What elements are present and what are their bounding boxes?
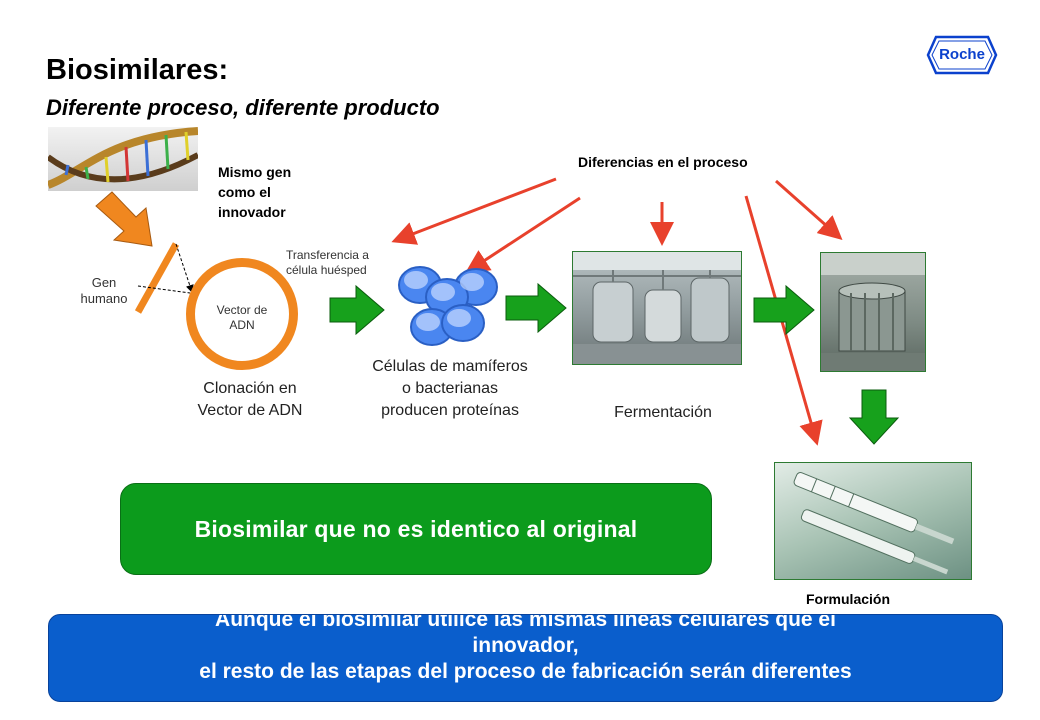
fermentation-photo <box>572 251 742 365</box>
dashed-line-2 <box>137 285 191 294</box>
dna-image <box>48 127 198 191</box>
diferencias-label: Diferencias en el proceso <box>578 154 748 170</box>
green-arrow-down <box>848 389 900 445</box>
red-arrow-1 <box>391 177 557 245</box>
mismo-gen-line2: como el <box>218 184 271 200</box>
conclusion-line3: el resto de las etapas del proceso de fa… <box>199 660 852 683</box>
celulas-line3: producen proteínas <box>381 402 519 419</box>
conclusion-callout: Aunque el biosimilar utilice las mismas … <box>48 614 1003 702</box>
transferencia-line1: Transferencia a <box>286 248 369 262</box>
clonacion-label: Clonación en Vector de ADN <box>170 378 330 422</box>
vector-adn-line1: Vector de <box>216 303 268 317</box>
purification-photo <box>820 252 926 372</box>
fermentacion-label: Fermentación <box>614 404 712 421</box>
dashed-line-1 <box>175 243 194 293</box>
slide-title: Biosimilares: <box>46 54 229 86</box>
celulas-line2: o bacterianas <box>401 380 499 397</box>
vector-adn-label: Vector de ADN <box>202 303 282 333</box>
slide-subtitle: Diferente proceso, diferente producto <box>46 95 440 120</box>
clonacion-line1: Clonación en <box>203 380 297 397</box>
clonacion-line2: Vector de ADN <box>197 402 303 419</box>
roche-logo: Roche <box>926 34 998 76</box>
conclusion-line2: innovador, <box>472 634 579 657</box>
conclusion-line1: Aunque el biosimilar utilice las mismas … <box>215 614 836 631</box>
vector-adn-line2: ADN <box>229 318 255 332</box>
mismo-gen-label: Mismo gen como el innovador <box>218 162 291 222</box>
mismo-gen-line3: innovador <box>218 204 286 220</box>
celulas-line1: Células de mamíferos <box>372 358 528 375</box>
gen-humano-line2: humano <box>80 291 128 306</box>
roche-logo-text: Roche <box>939 46 985 63</box>
transferencia-line2: célula huésped <box>286 263 367 277</box>
green-arrow-3 <box>753 284 815 336</box>
gen-humano-line1: Gen <box>91 275 117 290</box>
gen-humano-label: Gen humano <box>72 275 136 307</box>
green-arrow-2 <box>505 282 567 334</box>
dna-vector-ring <box>186 258 298 370</box>
cells-cluster <box>398 266 498 346</box>
gene-segment <box>134 242 180 314</box>
orange-arrow <box>95 191 153 247</box>
green-arrow-1 <box>329 284 385 336</box>
mismo-gen-line1: Mismo gen <box>218 164 292 180</box>
formulation-photo <box>774 462 972 580</box>
celulas-label: Células de mamíferos o bacterianas produ… <box>340 356 560 422</box>
red-arrow-5 <box>775 179 843 240</box>
biosimilar-callout: Biosimilar que no es identico al origina… <box>120 483 712 575</box>
formulacion-label: Formulación <box>806 591 891 607</box>
red-arrow-2 <box>464 196 581 274</box>
transferencia-label: Transferencia a célula huésped <box>286 248 404 278</box>
